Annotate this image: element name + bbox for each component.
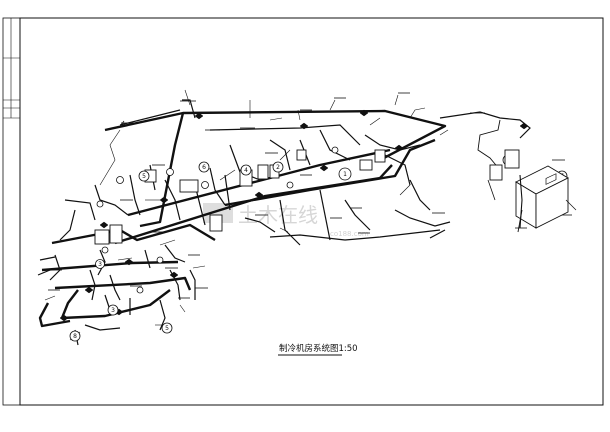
cooling-tower-front (535, 177, 569, 229)
svg-text:5: 5 (165, 325, 169, 332)
equipment-tag: 8 (69, 330, 81, 342)
equipment-box (109, 224, 123, 244)
equipment-tag: 6 (198, 161, 210, 173)
pump-icon (116, 176, 124, 184)
drawing-title: 制冷机房系统图1:50 (279, 343, 358, 354)
equipment-box (257, 164, 269, 180)
valve-icon (359, 109, 369, 117)
equipment-box (359, 159, 373, 171)
svg-text:6: 6 (202, 164, 206, 171)
equipment-tag: 5 (138, 170, 150, 182)
svg-text:8: 8 (73, 333, 77, 340)
tower-fan-icon (545, 173, 557, 185)
equipment-box (209, 214, 223, 232)
leader-lines (44, 89, 449, 341)
dimension-marks (48, 92, 572, 299)
valve-icon (159, 196, 169, 204)
equipment-box (179, 179, 199, 193)
pump-icon (201, 181, 209, 189)
equipment-tag: 3 (107, 304, 119, 316)
svg-text:3: 3 (111, 307, 115, 314)
drawing-frame (2, 17, 604, 406)
svg-text:2: 2 (276, 164, 280, 171)
equipment-tag: 2 (272, 161, 284, 173)
valve-icon (394, 144, 404, 152)
valve-icon (59, 314, 69, 322)
pumps-gauges (96, 146, 339, 294)
plant-equipment (94, 149, 386, 245)
equipment-tag-secondary: 5 (161, 322, 173, 334)
valve-icon (99, 221, 109, 229)
equipment-box (489, 164, 503, 181)
svg-text:4: 4 (244, 167, 248, 174)
valve-icon (319, 164, 329, 172)
valve-icon (299, 122, 309, 130)
rooftop-equipment (439, 111, 577, 233)
svg-text:5: 5 (142, 173, 146, 180)
equipment-tag: 4 (240, 164, 252, 176)
equipment-box (94, 229, 110, 245)
pump-icon (136, 286, 144, 294)
pump-icon (101, 246, 109, 254)
equipment-box (296, 149, 307, 161)
svg-text:3: 3 (98, 261, 102, 268)
valve-icon (169, 271, 179, 279)
pump-icon (166, 168, 174, 176)
valves (59, 109, 529, 322)
watermark-text: 土木在线 (238, 203, 318, 227)
pump-icon (156, 256, 164, 264)
drawing-title-block: 制冷机房系统图1:50 (278, 343, 358, 356)
equipment-box (374, 149, 386, 163)
pump-icon (286, 181, 294, 189)
expansion-tank (504, 149, 520, 169)
svg-text:1: 1 (343, 171, 347, 178)
equipment-tag-secondary: 3 (95, 259, 105, 269)
equipment-tags: 1 2 3 4 5 6 7 8 (69, 154, 568, 342)
pump-icon (96, 200, 104, 208)
valve-icon (254, 191, 264, 199)
valve-icon (124, 258, 134, 266)
pump-icon (331, 146, 339, 154)
watermark-subtext: co188.com (330, 230, 369, 238)
equipment-tag: 1 (338, 167, 352, 181)
valve-icon (194, 112, 204, 120)
valve-icon (84, 286, 94, 294)
